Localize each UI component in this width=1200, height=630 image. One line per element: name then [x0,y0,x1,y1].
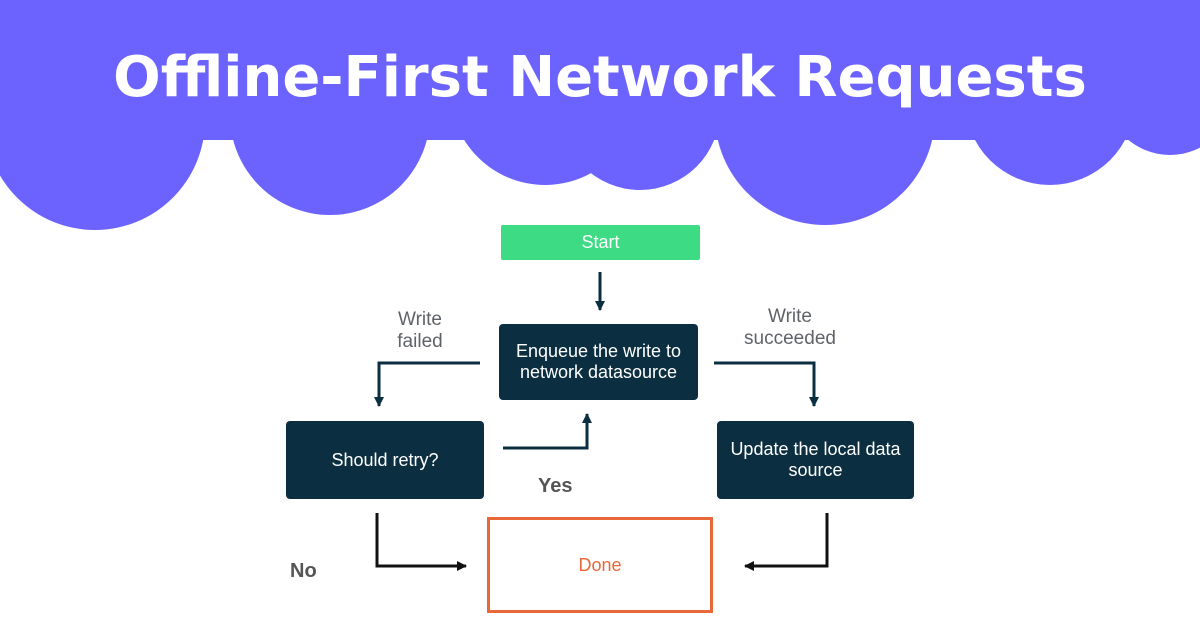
should-retry-label: Should retry? [331,449,439,470]
page-title: Offline-First Network Requests [113,45,1087,110]
done-node: Done [487,517,713,613]
arrow-retry-yes-to-enqueue [503,413,592,450]
yes-label: Yes [538,475,573,497]
arrow-enqueue-to-update [714,361,819,407]
update-local-data-node: Update the local data source [717,421,914,499]
write-failed-line2: failed [397,331,443,352]
arrow-retry-no-to-done [375,513,467,571]
write-failed-label: Write failed [380,309,460,353]
write-failed-line1: Write [398,309,442,330]
arrow-enqueue-to-retry [374,361,480,407]
cloud-shape [0,0,1200,230]
done-label: Done [578,554,622,575]
write-succeeded-label: Write succeeded [735,306,845,350]
update-label-line2: source [788,460,843,480]
update-label-line1: Update the local data [730,439,901,459]
write-succeeded-line2: succeeded [744,328,836,349]
enqueue-label-line2: network datasource [519,362,678,382]
cloud-banner [0,0,1200,230]
no-label: No [290,560,317,582]
start-label: Start [581,232,620,252]
write-succeeded-line1: Write [768,306,812,327]
start-node: Start [501,225,700,260]
should-retry-node: Should retry? [286,421,484,499]
enqueue-write-node: Enqueue the write to network datasource [499,324,698,400]
enqueue-label-line1: Enqueue the write to [515,341,682,361]
arrow-update-to-done [744,513,829,571]
